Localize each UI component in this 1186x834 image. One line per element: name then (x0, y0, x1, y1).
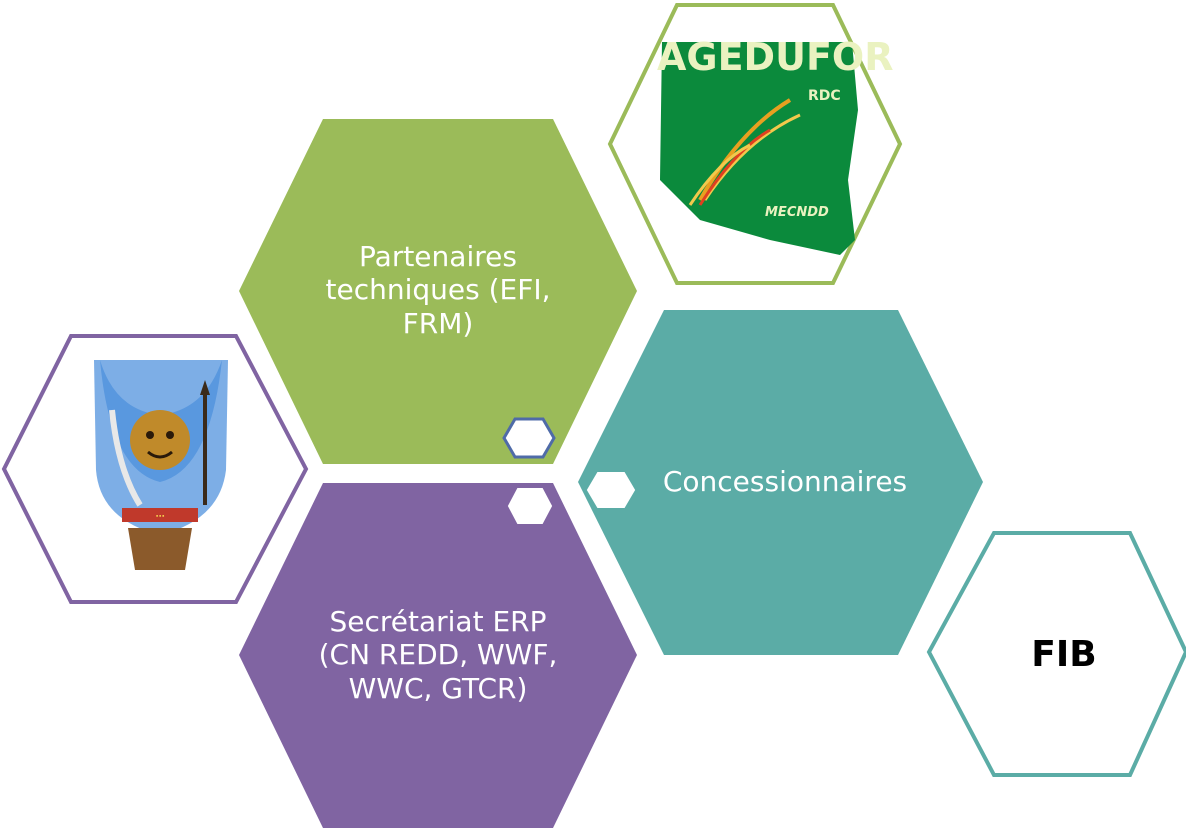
fib-hexagon (926, 531, 1186, 777)
coat-of-arms-logo: ⋯ (80, 352, 240, 580)
fib-label: FIB (1031, 634, 1097, 676)
agedufor-rdc: RDC (808, 88, 841, 104)
concessionnaires-label: Concessionnaires (662, 465, 908, 499)
partenaires-label: Partenaires techniques (EFI, FRM) (325, 239, 551, 340)
agedufor-logo: AGEDUFOR RDC MECNDD (657, 35, 893, 255)
connector-hexagon-2 (507, 488, 553, 524)
svg-text:⋯: ⋯ (156, 512, 165, 522)
agedufor-mecndd: MECNDD (765, 205, 829, 220)
secretariat-hexagon (239, 483, 637, 828)
concessionnaires-hexagon (578, 310, 983, 655)
connector-hexagon-1 (502, 417, 556, 459)
partenaires-hexagon (239, 119, 637, 464)
agedufor-name: AGEDUFOR (657, 35, 893, 79)
secretariat-label: Secrétariat ERP (CN REDD, WWF, WWC, GTCR… (318, 604, 558, 705)
connector-hexagon-3 (586, 472, 636, 508)
